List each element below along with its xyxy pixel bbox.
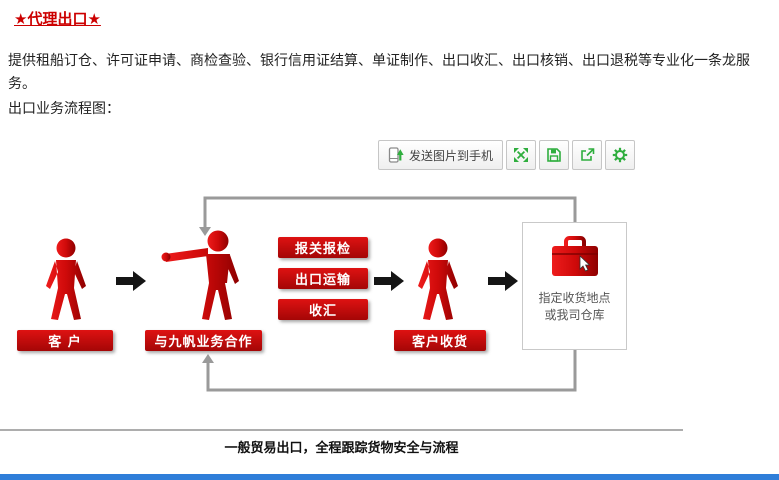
- image-toolbar: 发送图片到手机: [378, 140, 636, 170]
- phone-icon: [388, 147, 404, 163]
- share-button[interactable]: [572, 140, 603, 170]
- customer-person-icon: [46, 238, 86, 320]
- step-customs-declaration: 报关报检: [278, 237, 368, 258]
- agent-person-icon: [161, 230, 239, 320]
- flow-arrow-icon: [116, 271, 146, 291]
- flow-arrow-icon: [374, 271, 404, 291]
- hand-cursor-icon: [579, 255, 591, 272]
- destination-box: 指定收货地点 或我司仓库: [522, 222, 627, 350]
- node-label-receive-goods: 客户收货: [394, 330, 486, 351]
- bottom-blue-bar: [0, 474, 779, 480]
- intro-text: 提供租船订仓、许可证申请、商检查验、银行信用证结算、单证制作、出口收汇、出口核销…: [8, 53, 750, 92]
- send-to-phone-button[interactable]: 发送图片到手机: [378, 140, 504, 170]
- step-receive-payment: 收汇: [278, 299, 368, 320]
- flow-diagram-label: 出口业务流程图：: [8, 101, 120, 117]
- flow-arrow-icon: [488, 271, 518, 291]
- feedback-loop-lines: [199, 196, 577, 392]
- step-export-transport: 出口运输: [278, 268, 368, 289]
- settings-button[interactable]: [605, 140, 636, 170]
- send-to-phone-label: 发送图片到手机: [409, 148, 494, 163]
- page-title: ★代理出口★: [14, 10, 101, 28]
- gear-icon: [612, 147, 628, 163]
- expand-button[interactable]: [506, 140, 537, 170]
- destination-line2: 或我司仓库: [544, 308, 605, 322]
- save-icon: [547, 148, 561, 162]
- flow-caption: 一般贸易出口，全程跟踪货物安全与流程: [224, 441, 459, 456]
- briefcase-icon: [551, 236, 598, 276]
- save-button[interactable]: [539, 140, 570, 170]
- node-label-cooperation: 与九帆业务合作: [145, 330, 262, 351]
- divider-line: [0, 429, 683, 431]
- destination-line1: 指定收货地点: [538, 291, 611, 305]
- flowchart: 客 户 与九帆业务合作 报关报检 出口运输 收汇 客户收货: [0, 190, 680, 402]
- node-label-customer: 客 户: [17, 330, 113, 351]
- share-icon: [581, 148, 595, 161]
- receiver-person-icon: [418, 238, 458, 320]
- expand-icon: [514, 148, 529, 162]
